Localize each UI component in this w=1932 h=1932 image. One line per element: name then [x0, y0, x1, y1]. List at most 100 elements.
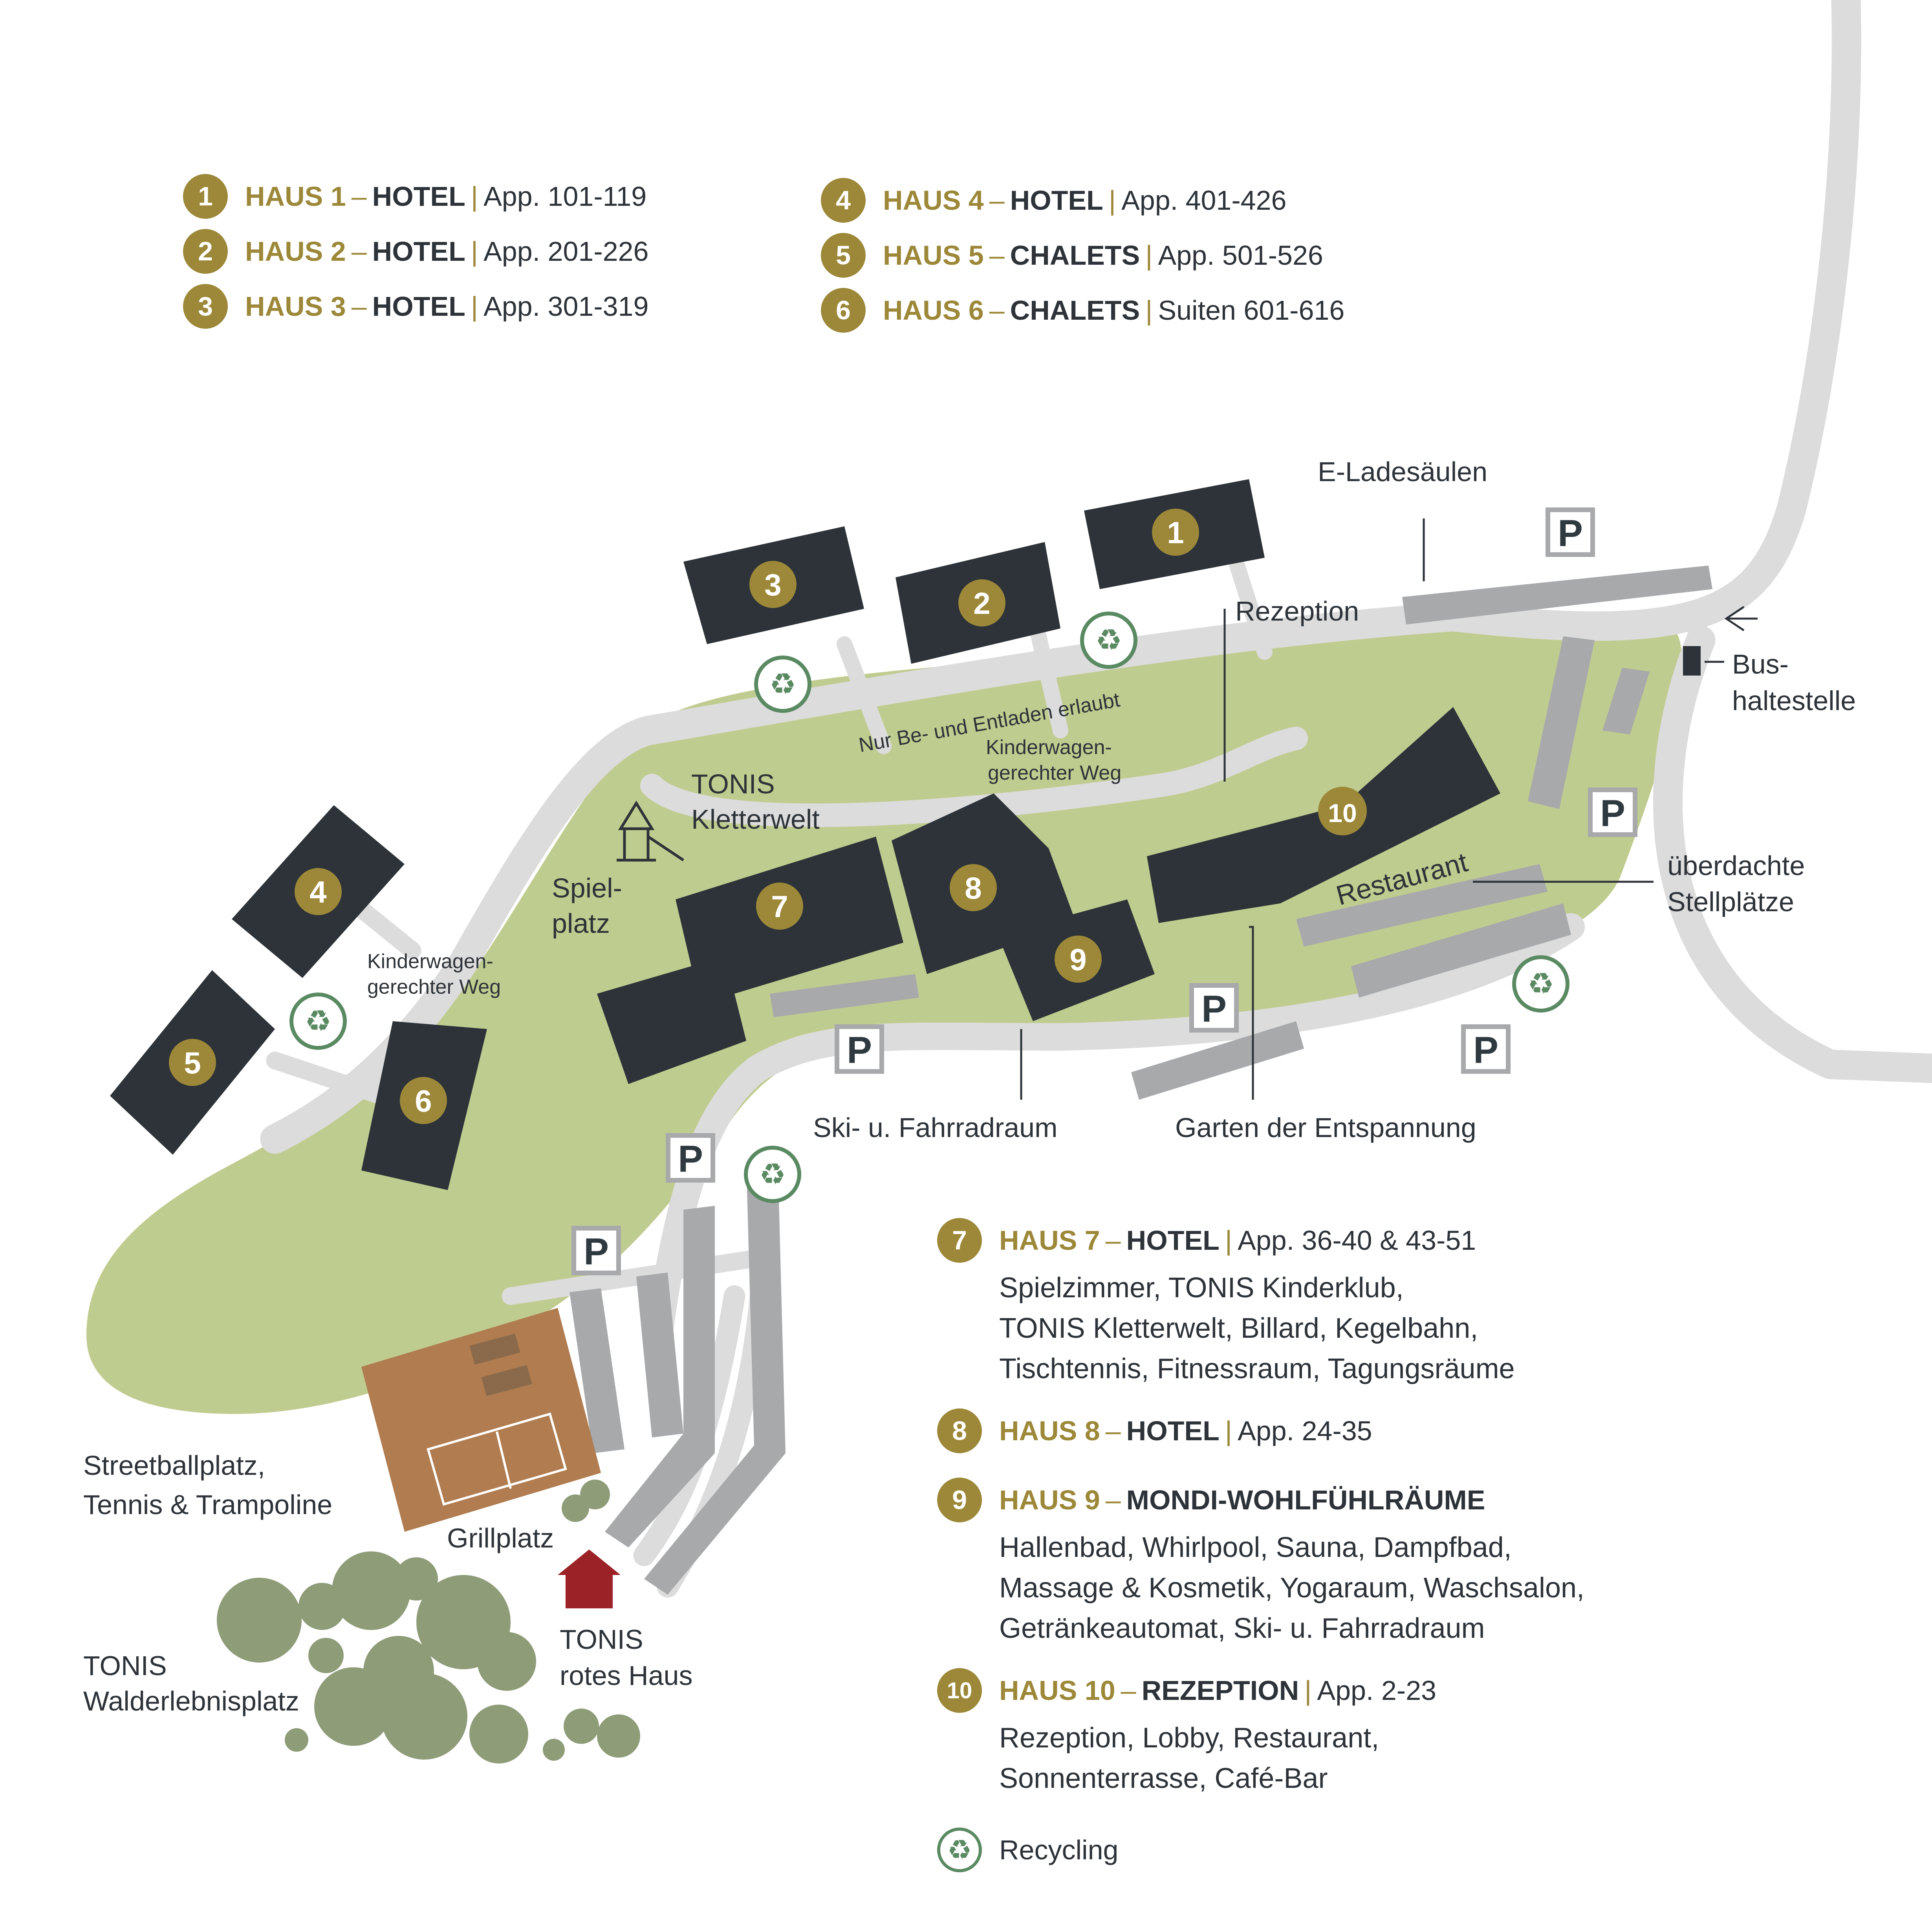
legend-kind: HOTEL: [1010, 185, 1103, 216]
legend-block-8: 8 HAUS 8 – HOTEL | App. 24-35: [937, 1403, 1584, 1458]
badge-8: 8: [965, 871, 982, 905]
legend-sep: |: [471, 181, 478, 212]
legend-sep: |: [1145, 295, 1153, 326]
label-ski: Ski- u. Fahrradraum: [813, 1112, 1057, 1143]
legend-kind: MONDI-WOHLFÜHLRÄUME: [1126, 1485, 1485, 1515]
buildings: [110, 479, 1500, 1190]
recycling-icon: ♻: [305, 1004, 331, 1038]
legend-range: App. 301-319: [483, 291, 649, 322]
legend-haus: HAUS 7: [999, 1225, 1100, 1256]
sports-court: [361, 1308, 601, 1532]
recycling-label: Recycling: [999, 1835, 1119, 1865]
legend-block-7: 7 HAUS 7 – HOTEL | App. 36-40 & 43-51 Sp…: [937, 1213, 1584, 1389]
leader-lines: [1020, 518, 1758, 1100]
legend-haus: HAUS 10: [999, 1675, 1115, 1706]
badge-2: 2: [973, 586, 990, 621]
legend-dash: –: [1105, 1416, 1121, 1446]
label-wald-1: TONIS: [83, 1650, 167, 1681]
label-ueberdacht-2: Stellplätze: [1667, 886, 1794, 917]
legend-haus: HAUS 1: [245, 181, 346, 212]
legend-kind: CHALETS: [1010, 295, 1140, 326]
map-labels: E-Ladesäulen Rezeption Bus- haltestelle …: [83, 456, 1856, 1716]
legend-sep: |: [1108, 185, 1116, 216]
legend-number-badge: 4: [821, 178, 866, 223]
label-rotes-1: TONIS: [560, 1624, 643, 1655]
legend-dash: –: [989, 185, 1005, 216]
legend-number-badge: 9: [937, 1478, 982, 1522]
legend-top-left: 1 HAUS 1 – HOTEL | App. 101-119 2 HAUS 2…: [183, 169, 648, 334]
legend-sep: |: [1304, 1675, 1312, 1706]
legend-desc-line: Hallenbad, Whirlpool, Sauna, Dampfbad,: [999, 1532, 1512, 1563]
legend-kind: CHALETS: [1010, 240, 1140, 271]
legend-range: Suiten 601-616: [1158, 295, 1345, 326]
legend-haus: HAUS 5: [883, 240, 984, 271]
parking-sign: P: [1473, 1029, 1498, 1071]
legend-haus: HAUS 9: [999, 1485, 1100, 1515]
badge-10: 10: [1328, 798, 1357, 828]
parking-signs: P P P P P P P: [571, 507, 1637, 1275]
legend-recycling: ♻ Recycling: [937, 1822, 1584, 1877]
badge-9: 9: [1069, 942, 1086, 977]
legend-sep: |: [1145, 240, 1153, 271]
legend-haus: HAUS 2: [245, 236, 346, 267]
parking-sign: P: [678, 1138, 703, 1180]
label-spielplatz-1: Spiel-: [552, 873, 622, 903]
legend-desc-line: Tischtennis, Fitnessraum, Tagungsräume: [999, 1353, 1515, 1384]
legend-haus: HAUS 8: [999, 1416, 1100, 1446]
legend-number-badge: 10: [937, 1668, 982, 1713]
legend-item-4: 4 HAUS 4 – HOTEL | App. 401-426: [821, 173, 1344, 228]
legend-sep: |: [1225, 1416, 1232, 1446]
label-rezeption: Rezeption: [1235, 596, 1359, 626]
badge-4: 4: [309, 875, 326, 909]
legend-number-badge: 8: [937, 1408, 982, 1453]
legend-dash: –: [1121, 1675, 1136, 1706]
legend-sep: |: [1225, 1225, 1232, 1256]
badge-1: 1: [1167, 515, 1184, 550]
legend-kind: HOTEL: [372, 291, 465, 322]
label-kletterwelt-2: Kletterwelt: [691, 804, 820, 835]
legend-haus: HAUS 6: [883, 295, 984, 326]
legend-block-10: 10 HAUS 10 – REZEPTION | App. 2-23 Rezep…: [937, 1663, 1584, 1799]
legend-desc-line: Massage & Kosmetik, Yogaraum, Waschsalon…: [999, 1572, 1585, 1604]
legend-desc-line: Sonnenterrasse, Café-Bar: [999, 1763, 1328, 1794]
label-kinderwagen-1a: Kinderwagen-: [986, 736, 1112, 759]
legend-number-badge: 6: [821, 288, 866, 333]
legend-number-badge: 2: [183, 229, 228, 274]
legend-range: App. 201-226: [483, 236, 649, 267]
badge-6: 6: [415, 1084, 432, 1118]
legend-desc-line: TONIS Kletterwelt, Billard, Kegelbahn,: [999, 1313, 1478, 1344]
legend-dash: –: [351, 181, 367, 212]
legend-range: App. 2-23: [1317, 1675, 1436, 1706]
legend-dash: –: [351, 236, 367, 267]
legend-dash: –: [1105, 1485, 1121, 1515]
label-rotes-2: rotes Haus: [560, 1660, 692, 1691]
parking-strips: [570, 566, 1712, 1595]
legend-dash: –: [989, 240, 1005, 271]
legend-item-6: 6 HAUS 6 – CHALETS | Suiten 601-616: [821, 283, 1344, 338]
grass-area: [86, 621, 1682, 1414]
label-spielplatz-2: platz: [552, 908, 610, 939]
building-badges: 1 2 3 4 5 6 7 8 9 10: [169, 509, 1367, 1124]
recycling-icon: ♻: [1527, 966, 1554, 1001]
legend-range: App. 401-426: [1121, 185, 1287, 216]
legend-dash: –: [989, 295, 1005, 326]
label-street-1: Streetballplatz,: [83, 1450, 265, 1481]
parking-sign: P: [1201, 988, 1227, 1030]
recycling-markers: ♻ ♻ ♻ ♻ ♻: [289, 612, 1569, 1203]
recycling-icon: ♻: [1095, 623, 1122, 657]
forest: [217, 1480, 640, 1764]
label-kinderwagen-2b: gerechter Weg: [367, 976, 501, 998]
legend-range: App. 501-526: [1158, 240, 1323, 271]
parking-sign: P: [584, 1231, 609, 1273]
legend-sep: |: [471, 291, 478, 322]
legend-item-9: 9 HAUS 9 – MONDI-WOHLFÜHLRÄUME: [937, 1472, 1584, 1527]
legend-bottom: 7 HAUS 7 – HOTEL | App. 36-40 & 43-51 Sp…: [937, 1213, 1584, 1877]
legend-item-3: 3 HAUS 3 – HOTEL | App. 301-319: [183, 279, 648, 334]
playground-icon: [617, 800, 684, 862]
legend-range: App. 24-35: [1238, 1416, 1372, 1446]
legend-number-badge: 3: [183, 284, 228, 329]
legend-kind: HOTEL: [1126, 1225, 1220, 1256]
label-ueberdacht-1: überdachte: [1667, 850, 1805, 881]
badge-3: 3: [764, 568, 781, 602]
